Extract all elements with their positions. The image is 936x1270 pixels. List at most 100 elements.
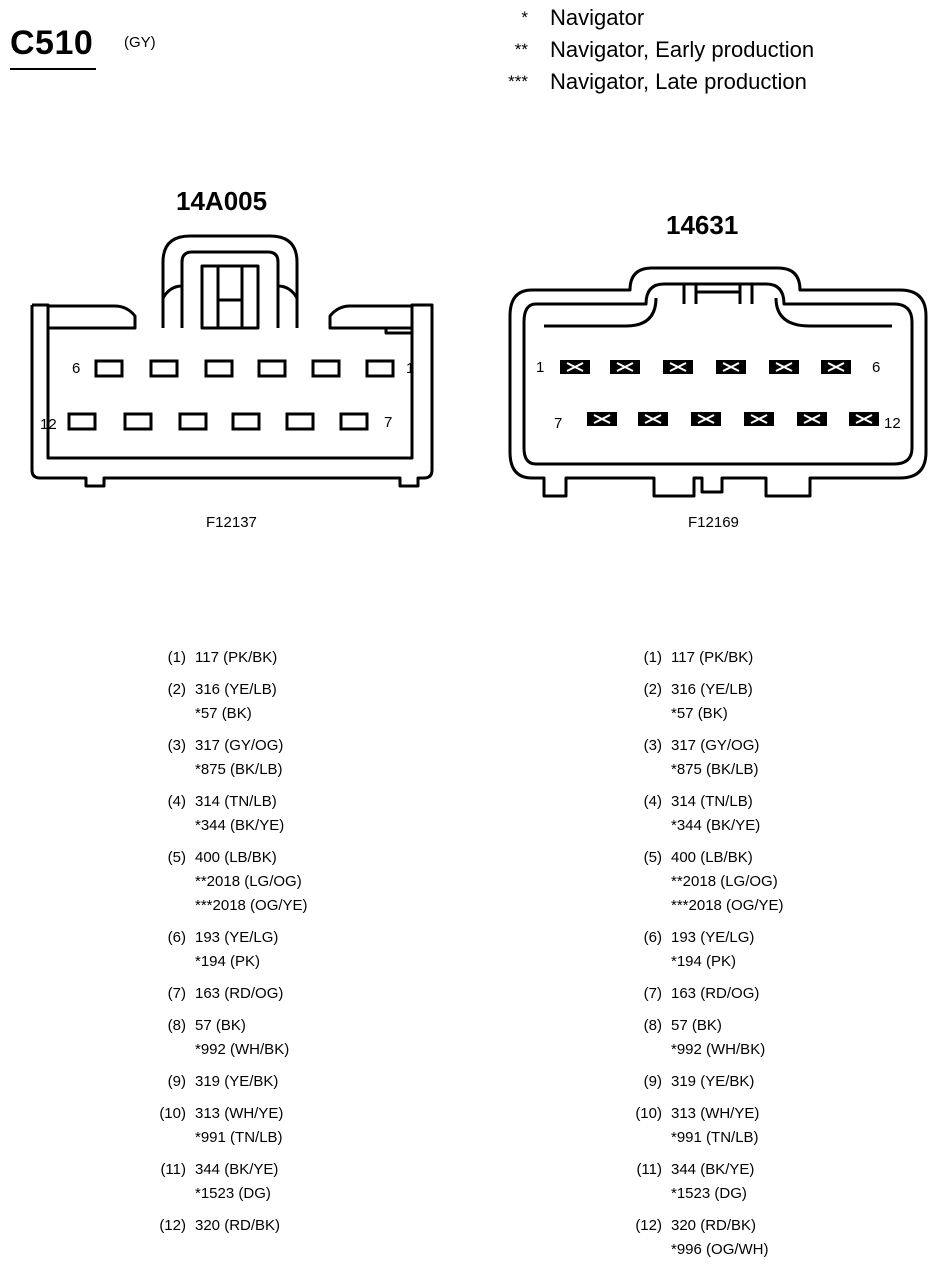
wire-circuit: *875 (BK/LB) <box>195 761 283 778</box>
wire-circuit: 400 (LB/BK) <box>195 849 277 866</box>
wire-circuit: ***2018 (OG/YE) <box>195 897 308 914</box>
pin-number: (11) <box>160 1161 186 1178</box>
pin-number: (2) <box>167 681 186 698</box>
right-row-label: 12 <box>884 415 901 432</box>
wire-circuit: *57 (BK) <box>671 705 728 722</box>
pin-entry: (11) 344 (BK/YE) *1523 (DG) <box>626 1158 926 1206</box>
wire-circuit: *875 (BK/LB) <box>671 761 759 778</box>
wire-circuit: **2018 (LG/OG) <box>195 873 302 890</box>
pin-number: (12) <box>159 1217 186 1234</box>
wire-circuit: 193 (YE/LG) <box>195 929 279 946</box>
wire-circuit: 344 (BK/YE) <box>195 1161 279 1178</box>
left-connector-diagram: 6 1 12 7 <box>30 234 434 488</box>
legend-text: Navigator <box>550 5 645 30</box>
pin-number: (4) <box>167 793 186 810</box>
left-pin-list: (1)117 (PK/BK) (2) 316 (YE/LB) *57 (BK) (3) 3… <box>150 646 450 1246</box>
pin-entry: (2) 316 (YE/LB) *57 (BK) <box>626 678 926 726</box>
pin-wires: 193 (YE/LG) *194 (PK) <box>671 926 936 974</box>
pin-wires: 320 (RD/BK) <box>195 1214 495 1238</box>
wire-circuit: *992 (WH/BK) <box>195 1041 290 1058</box>
wire-circuit: 314 (TN/LB) <box>671 793 753 810</box>
pin-number: (7) <box>643 985 662 1002</box>
pin-entry: (6)193 (YE/LG)*194 (PK) <box>626 926 926 974</box>
connector-color-code: (GY) <box>124 34 156 51</box>
legend-mark: *** <box>508 72 528 91</box>
pin-entry: (8)57 (BK)*992 (WH/BK) <box>626 1014 926 1062</box>
pin-entry: (1)117 (PK/BK) <box>150 646 450 670</box>
pin-wires: 316 (YE/LB) *57 (BK) <box>195 678 495 726</box>
pin-number: (6) <box>167 929 186 946</box>
title-underline <box>10 68 96 70</box>
pin-entry: (3) 317 (GY/OG) *875 (BK/LB) <box>150 734 450 782</box>
pin-entry: (8)57 (BK)*992 (WH/BK) <box>150 1014 450 1062</box>
pin-number: (3) <box>167 737 186 754</box>
wire-circuit: 344 (BK/YE) <box>671 1161 755 1178</box>
left-row-label: 1 <box>406 360 414 377</box>
pin-wires: 163 (RD/OG) <box>671 982 936 1006</box>
pin-number: (2) <box>643 681 662 698</box>
terminal-row-bottom <box>587 412 879 426</box>
right-row-label: 7 <box>554 415 562 432</box>
pin-wires: 317 (GY/OG) *875 (BK/LB) <box>671 734 936 782</box>
wire-circuit: 316 (YE/LB) <box>195 681 277 698</box>
right-connector-part-number: 14631 <box>666 210 739 240</box>
pin-number: (5) <box>167 849 186 866</box>
pin-wires: 344 (BK/YE) *1523 (DG) <box>671 1158 936 1206</box>
pin-number: (8) <box>643 1017 662 1034</box>
pin-wires: 344 (BK/YE) *1523 (DG) <box>195 1158 495 1206</box>
right-pin-list: (1)117 (PK/BK) (2) 316 (YE/LB) *57 (BK) (3) 3… <box>626 646 926 1270</box>
left-row-label: 12 <box>40 416 57 433</box>
wire-circuit: 117 (PK/BK) <box>195 649 278 666</box>
wire-circuit: 313 (WH/YE) <box>195 1105 284 1122</box>
pin-entry: (9)319 (YE/BK) <box>626 1070 926 1094</box>
pin-entry: (7) 163 (RD/OG) <box>626 982 926 1006</box>
wire-circuit: ***2018 (OG/YE) <box>671 897 784 914</box>
wire-circuit: 319 (YE/BK) <box>671 1073 755 1090</box>
pin-wires: 400 (LB/BK) **2018 (LG/OG) ***2018 (OG/YE) <box>195 846 495 918</box>
wire-circuit: 163 (RD/OG) <box>671 985 760 1002</box>
pin-number: (9) <box>167 1073 186 1090</box>
pin-entry: (4) 314 (TN/LB) *344 (BK/YE) <box>150 790 450 838</box>
wire-circuit: 313 (WH/YE) <box>671 1105 760 1122</box>
pin-wires: 313 (WH/YE) *991 (TN/LB) <box>671 1102 936 1150</box>
pin-entry: (5)400 (LB/BK)**2018 (LG/OG)***2018 (OG/… <box>626 846 926 918</box>
wire-circuit: 317 (GY/OG) <box>195 737 284 754</box>
pin-entry: (1)117 (PK/BK) <box>626 646 926 670</box>
wire-circuit: *991 (TN/LB) <box>671 1129 759 1146</box>
pin-wires: 193 (YE/LG)*194 (PK) <box>195 926 495 974</box>
wire-circuit: 317 (GY/OG) <box>671 737 760 754</box>
pin-number: (10) <box>635 1105 662 1122</box>
pin-entry: (10) 313 (WH/YE) *991 (TN/LB) <box>626 1102 926 1150</box>
pin-number: (11) <box>636 1161 662 1178</box>
pin-number: (3) <box>643 737 662 754</box>
pin-wires: 400 (LB/BK)**2018 (LG/OG)***2018 (OG/YE) <box>671 846 936 918</box>
left-row-label: 7 <box>384 414 392 431</box>
pin-wires: 57 (BK)*992 (WH/BK) <box>195 1014 495 1062</box>
wire-circuit: 193 (YE/LG) <box>671 929 755 946</box>
left-figure-code: F12137 <box>206 514 257 531</box>
wire-circuit: *991 (TN/LB) <box>195 1129 283 1146</box>
wire-circuit: 400 (LB/BK) <box>671 849 753 866</box>
wire-circuit: 320 (RD/BK) <box>195 1217 281 1234</box>
wire-circuit: 316 (YE/LB) <box>671 681 753 698</box>
pin-wires: 316 (YE/LB) *57 (BK) <box>671 678 936 726</box>
pin-entry: (2) 316 (YE/LB) *57 (BK) <box>150 678 450 726</box>
wire-circuit: 314 (TN/LB) <box>195 793 277 810</box>
wire-circuit: 163 (RD/OG) <box>195 985 284 1002</box>
wire-circuit: 117 (PK/BK) <box>671 649 754 666</box>
wire-circuit: *194 (PK) <box>671 953 737 970</box>
wire-circuit: *1523 (DG) <box>195 1185 271 1202</box>
pin-wires: 117 (PK/BK) <box>671 646 936 670</box>
legend-text: Navigator, Late production <box>550 69 807 94</box>
terminal-row-top <box>560 360 851 374</box>
pin-wires: 57 (BK)*992 (WH/BK) <box>671 1014 936 1062</box>
wire-circuit: *344 (BK/YE) <box>195 817 285 834</box>
wire-circuit: *992 (WH/BK) <box>671 1041 766 1058</box>
pin-wires: 313 (WH/YE) *991 (TN/LB) <box>195 1102 495 1150</box>
pin-wires: 317 (GY/OG) *875 (BK/LB) <box>195 734 495 782</box>
wire-circuit: *57 (BK) <box>195 705 252 722</box>
pin-wires: 163 (RD/OG) <box>195 982 495 1006</box>
wire-circuit: *1523 (DG) <box>671 1185 747 1202</box>
pin-wires: 314 (TN/LB)*344 (BK/YE) <box>671 790 936 838</box>
pin-entry: (3) 317 (GY/OG) *875 (BK/LB) <box>626 734 926 782</box>
